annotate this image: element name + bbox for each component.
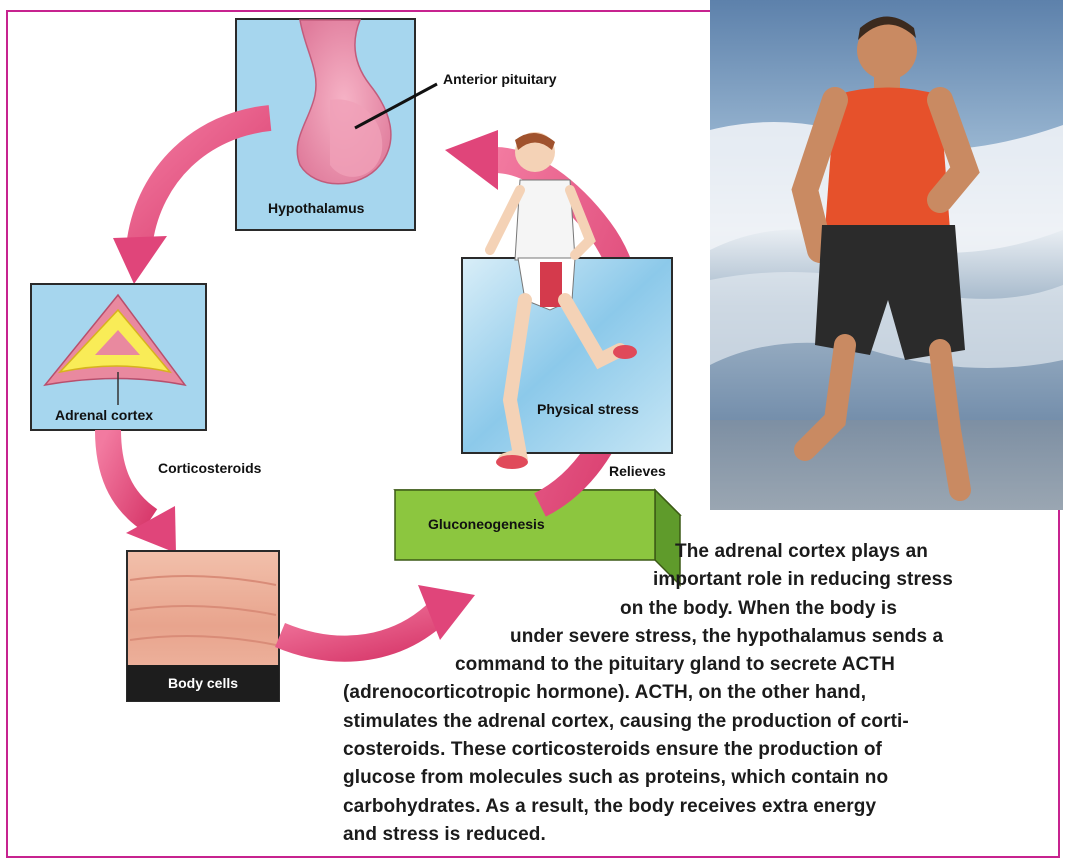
- body-cells-label: Body cells: [127, 665, 279, 701]
- paragraph-line: (adrenocorticotropic hormone). ACTH, on …: [343, 682, 866, 704]
- runner-beach-photo: [710, 0, 1063, 510]
- paragraph-line: important role in reducing stress: [653, 569, 953, 591]
- arrow-adrenal-to-body-cells: [108, 430, 176, 553]
- paragraph-line: under severe stress, the hypothalamus se…: [510, 626, 943, 648]
- hypothalamus-label: Hypothalamus: [268, 200, 364, 216]
- adrenal-cortex-label: Adrenal cortex: [55, 407, 153, 423]
- corticosteroids-label: Corticosteroids: [158, 460, 261, 476]
- physical-stress-label: Physical stress: [537, 401, 639, 417]
- paragraph-line: glucose from molecules such as proteins,…: [343, 767, 888, 789]
- paragraph-line: costeroids. These corticosteroids ensure…: [343, 739, 882, 761]
- gluconeogenesis-label: Gluconeogenesis: [428, 516, 545, 532]
- paragraph-line: carbohydrates. As a result, the body rec…: [343, 796, 876, 818]
- relieves-label: Relieves: [609, 463, 666, 479]
- anterior-pituitary-label: Anterior pituitary: [443, 71, 557, 87]
- paragraph-line: stimulates the adrenal cortex, causing t…: [343, 711, 909, 733]
- gluconeogenesis-box: [395, 490, 680, 585]
- paragraph-line: command to the pituitary gland to secret…: [455, 654, 895, 676]
- paragraph-line: on the body. When the body is: [620, 598, 897, 620]
- paragraph-line: and stress is reduced.: [343, 824, 546, 846]
- arrow-body-cells-to-gluconeogenesis: [280, 585, 475, 649]
- paragraph-line: The adrenal cortex plays an: [675, 541, 928, 563]
